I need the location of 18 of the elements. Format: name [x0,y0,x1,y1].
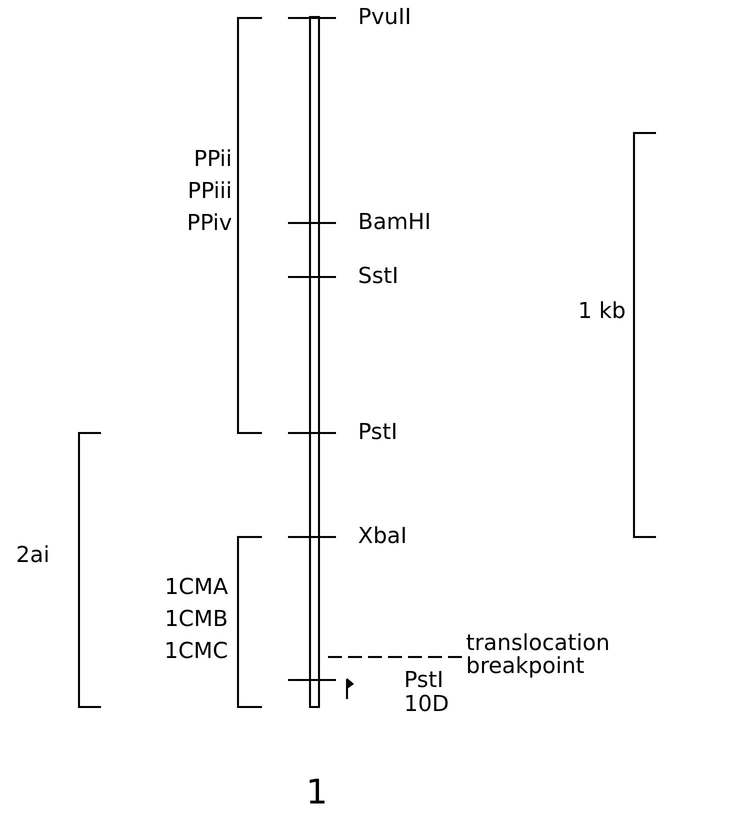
probe-label: PPiv [186,210,232,238]
probe-label: 1CMC [164,638,228,666]
enzyme-site-label: PstI [404,668,444,694]
probe-label: 1CMB [164,606,228,634]
enzyme-site-label: XbaI [358,524,408,550]
scale-label: 1 kb [578,298,626,326]
dna-map-bar [309,16,320,708]
annotation-text: translocation breakpoint [466,632,646,678]
enzyme-site-label: SstI [358,264,399,290]
probe-label: 1CMA [164,574,228,602]
probe-label: PPiii [188,178,232,206]
enzyme-site-label: BamHI [358,210,432,236]
enzyme-site-label: PvuII [358,4,412,32]
probe-label: PPii [194,146,232,174]
enzyme-site-label: PstI [358,420,398,446]
breakpoint-label: 10D [404,692,449,718]
figure-number: 1 [306,772,328,814]
probe-label: 2ai [16,542,50,570]
